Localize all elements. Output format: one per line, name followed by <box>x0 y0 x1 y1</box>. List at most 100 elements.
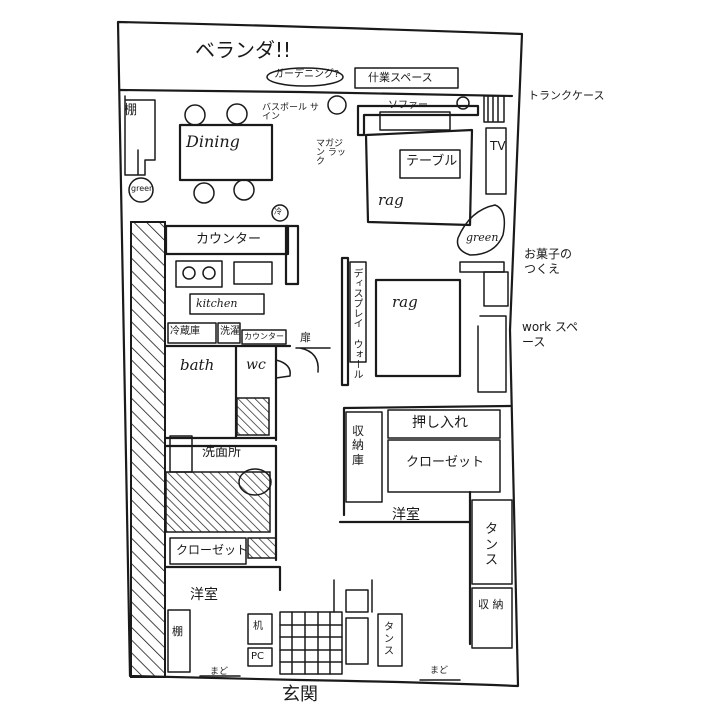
sofa-cushion <box>379 111 451 131</box>
trunk-case-stripes <box>487 96 499 122</box>
small-hatch <box>247 537 277 559</box>
hatched-wall <box>130 221 166 678</box>
label-tansu-right: タンス <box>485 522 499 569</box>
tansu-right-box <box>471 499 513 585</box>
room-divider-left <box>164 565 282 592</box>
door-arc <box>275 359 291 379</box>
counter <box>164 224 290 256</box>
desk-box <box>247 613 273 645</box>
label-sofa: ソファー <box>388 100 428 111</box>
washer-box <box>217 322 241 344</box>
label-veranda: ベランダ!! <box>195 38 292 62</box>
dining-chair <box>193 182 215 204</box>
entrance-grid <box>279 611 343 675</box>
label-display-wall: ディスプレイ ウォール <box>351 268 362 379</box>
wc-hatch <box>236 397 270 436</box>
door-line <box>295 347 331 373</box>
shoe-rack <box>345 617 369 665</box>
wash-basin <box>169 435 193 473</box>
laundry-hatch <box>165 471 271 533</box>
label-desk: 机 <box>253 621 263 632</box>
coffee-table <box>399 149 461 179</box>
dining-chair <box>184 104 206 126</box>
display-wall <box>340 256 350 387</box>
green-plant-left <box>128 177 154 203</box>
label-green-right: green <box>466 231 499 244</box>
dining-table <box>178 123 274 182</box>
label-kitchen: kitchen <box>196 297 238 310</box>
label-western-room-right: 洋室 <box>392 507 420 523</box>
label-shelf-bottom: 棚 <box>172 625 183 638</box>
snack-stand-box <box>483 271 509 307</box>
label-table: テーブル <box>406 154 458 169</box>
label-wc: wc <box>246 357 266 373</box>
label-work-space: work スペース <box>522 320 579 349</box>
label-washer: 洗濯 <box>220 326 240 337</box>
label-western-room-left: 洋室 <box>190 587 218 603</box>
kitchen-box <box>189 293 265 315</box>
label-gardening: ガーデニング? <box>274 69 340 80</box>
tansu-bottom-box <box>377 613 403 667</box>
oshiire-box <box>387 409 501 439</box>
label-door: 扉 <box>300 331 311 344</box>
label-tansu-bottom: タンス <box>384 622 394 657</box>
label-washroom: 洗面所 <box>202 445 242 460</box>
tv-stand <box>485 127 507 195</box>
label-closet-left: クローゼット <box>176 543 249 557</box>
label-counter-top: カウンター <box>196 232 262 247</box>
sofa <box>356 104 480 137</box>
label-dining: Dining <box>186 132 240 151</box>
room-divider-right <box>338 404 512 646</box>
counter-small-box <box>241 329 287 345</box>
work-space-desk <box>477 315 507 393</box>
shoe-box <box>345 589 369 613</box>
storage-right-box <box>471 587 513 649</box>
label-green-left: green <box>131 184 155 193</box>
fridge-box <box>167 322 217 344</box>
label-entrance: 玄関 <box>282 684 318 705</box>
label-fridge-small: 冷 <box>274 207 282 216</box>
stove-burner <box>202 266 216 280</box>
sink <box>233 261 273 285</box>
label-trunk-case: トランクケース <box>528 89 605 102</box>
rug-mid <box>374 278 462 378</box>
outer-wall <box>116 20 524 688</box>
pc-box <box>247 647 273 667</box>
pole-circle <box>456 96 470 110</box>
dining-chair <box>233 179 255 201</box>
label-storage-room: 収 納 庫 <box>352 424 365 467</box>
closet-right-box <box>387 439 501 493</box>
window-marks <box>199 675 461 681</box>
label-rug-mid: rag <box>392 293 418 311</box>
green-plant-right <box>456 204 506 256</box>
label-window-right: まど <box>430 666 449 676</box>
washroom-walls <box>164 444 278 562</box>
label-storage-right: 収 納 <box>478 598 504 611</box>
label-rug-top: rag <box>378 191 404 209</box>
stove <box>175 260 223 288</box>
dining-chair <box>226 103 248 125</box>
label-closet-right: クローゼット <box>406 455 485 470</box>
label-magazine-rack: マガジン ラック <box>316 139 346 167</box>
display-shelf <box>349 261 367 363</box>
shelf-top-left <box>124 95 156 176</box>
veranda-line <box>118 88 514 98</box>
label-snack-stand: お菓子の つくえ <box>524 247 573 276</box>
label-tv: TV <box>490 139 506 153</box>
snack-stand <box>459 261 505 273</box>
hobby-space-box <box>354 67 459 89</box>
gardening-oval <box>266 67 344 87</box>
label-hobby-space: 什業スペース <box>368 71 433 84</box>
closet-left-box <box>169 537 247 565</box>
counter-side <box>284 224 300 286</box>
rug-top <box>364 128 474 227</box>
label-counter-small: カウンター <box>244 332 284 341</box>
label-pc: PC <box>251 651 265 662</box>
stove-burner <box>182 266 196 280</box>
shelf-bottom <box>167 609 191 673</box>
label-bath: bath <box>180 356 215 374</box>
label-window-left: まど <box>210 667 229 677</box>
small-plant <box>271 204 289 222</box>
label-shelf: 棚 <box>124 103 138 118</box>
